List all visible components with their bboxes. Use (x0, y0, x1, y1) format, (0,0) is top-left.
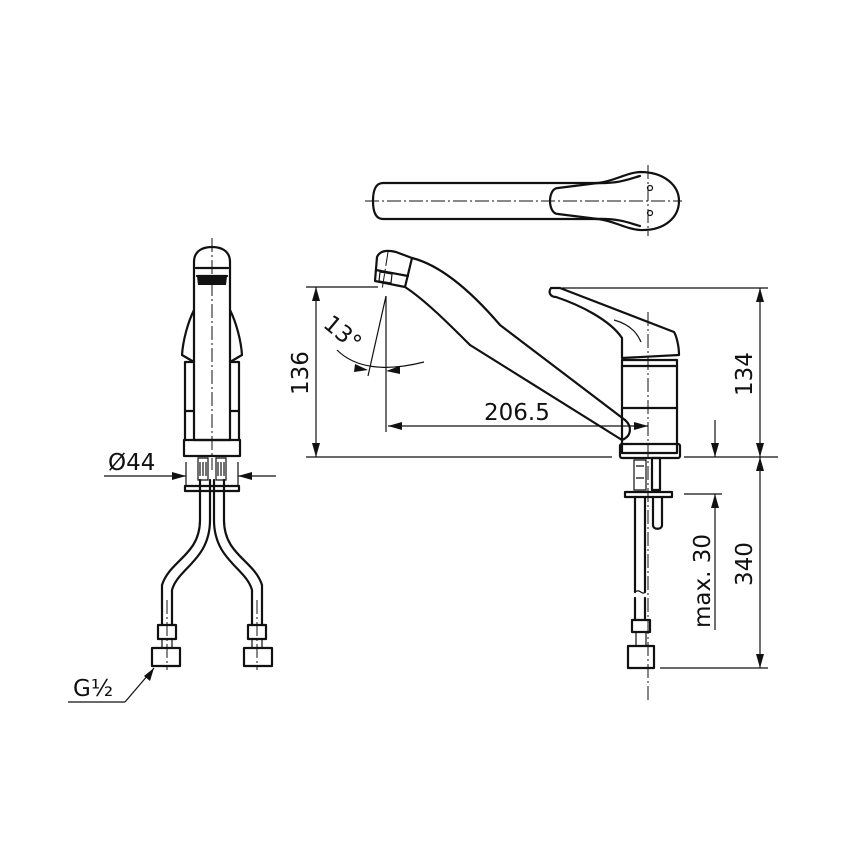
dimension-max-30: max. 30 (684, 420, 722, 630)
top-view-handle (365, 165, 682, 236)
dimension-hose-340: 340 (660, 457, 768, 669)
dimension-height-134: 134 (562, 287, 778, 458)
label-max-deck: max. 30 (690, 534, 716, 628)
label-diameter: Ø44 (108, 450, 155, 476)
label-spout-height: 136 (288, 351, 314, 395)
dimension-diameter-44: Ø44 (104, 450, 276, 486)
label-hose-length: 340 (732, 542, 758, 586)
label-overall-height: 134 (732, 352, 758, 396)
label-spout-reach: 206.5 (484, 400, 550, 426)
front-view (150, 238, 274, 670)
label-thread: G½ (73, 676, 113, 702)
dimension-reach-206-5: 206.5 (388, 400, 648, 430)
label-swivel-angle: 13° (318, 311, 366, 357)
dimension-thread-g12: G½ (68, 667, 155, 703)
dimension-spout-height-136: 136 (288, 286, 612, 458)
dimension-angle-13: 13° (318, 295, 425, 432)
side-view (373, 249, 682, 700)
